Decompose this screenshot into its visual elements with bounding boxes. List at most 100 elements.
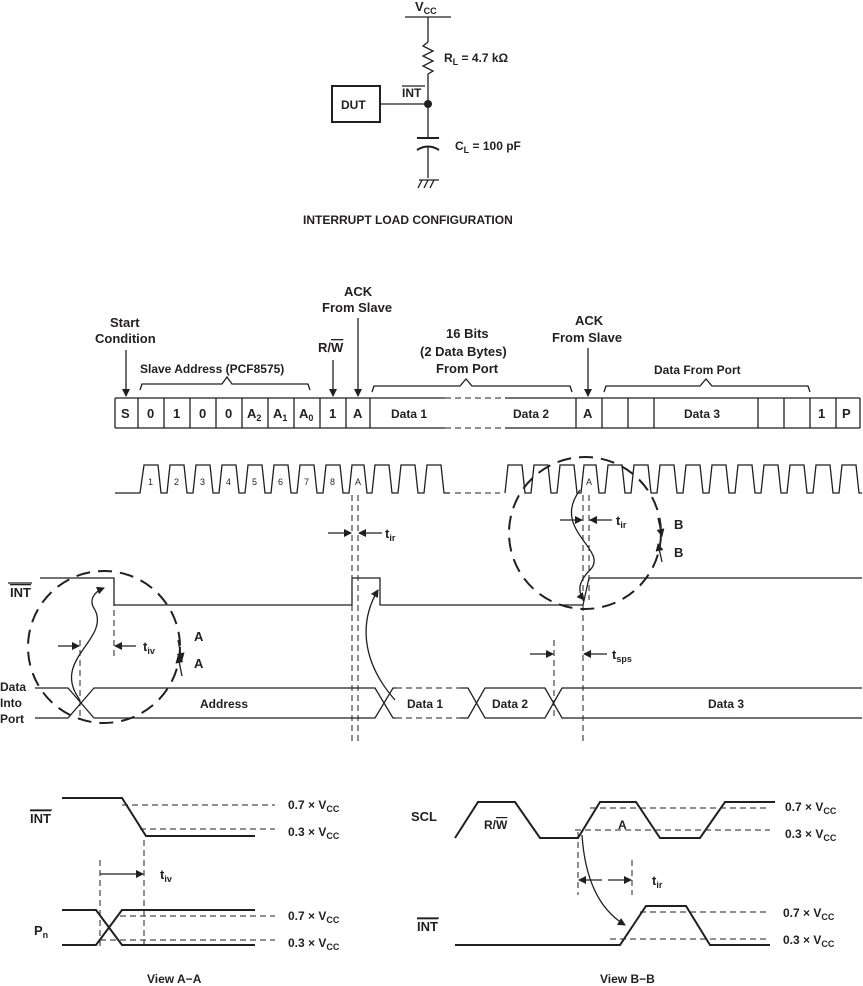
svg-text:Data 2: Data 2 [492,697,528,711]
svg-text:SCL: SCL [411,809,437,824]
ground-icon [417,179,439,189]
svg-text:Start: Start [110,315,140,330]
frame-a2: A2 [247,406,261,423]
svg-text:A: A [355,477,361,487]
svg-text:INT: INT [417,919,438,934]
svg-text:Data From Port: Data From Port [654,363,741,377]
frame-p: P [842,406,851,421]
scl-clock-waveform: 1 2 3 4 5 6 7 8 A A [115,464,862,494]
svg-text:0.3 × VCC: 0.3 × VCC [785,827,837,843]
svg-text:Port: Port [0,712,24,726]
frame-ack1: A [353,406,363,421]
svg-text:R/W: R/W [484,818,508,832]
svg-text:From Slave: From Slave [552,330,622,345]
i2c-frame-row: S 0 1 0 0 A2 A1 A0 1 A Data 1 Data 2 A D… [114,397,861,429]
frame-data3: Data 3 [684,407,720,421]
slave-address-brace [139,375,311,391]
svg-text:8: 8 [330,477,335,487]
svg-text:(2 Data Bytes): (2 Data Bytes) [420,344,507,359]
svg-text:0: 0 [225,406,232,421]
cl-label: CL = 100 pF [455,139,521,155]
svg-text:0.3 × VCC: 0.3 × VCC [783,933,835,949]
int-label: INT [10,585,31,600]
svg-text:Condition: Condition [95,331,156,346]
vcc-label: VCC [415,0,437,16]
svg-text:A: A [194,656,204,671]
int-pin-label: INT [402,86,422,100]
view-bb-circle [508,456,662,610]
circuit-title: INTERRUPT LOAD CONFIGURATION [303,213,513,227]
data-port-bus: Data Into Port Address Data 1 Data 2 Dat… [0,680,862,726]
tsps-marker: tsps [530,647,632,664]
svg-text:0.3 × VCC: 0.3 × VCC [288,825,340,841]
frame-data1: Data 1 [391,407,427,421]
svg-text:A: A [586,477,592,487]
svg-text:B: B [674,545,683,560]
tir-marker-b: tir [560,513,627,530]
svg-text:Into: Into [0,696,22,710]
svg-text:3: 3 [200,477,205,487]
svg-text:7: 7 [304,477,309,487]
frame-a0: A0 [299,406,313,423]
frame-s: S [121,406,130,421]
slave-address-label: Slave Address (PCF8575) [140,362,284,376]
capacitor-plate-bottom [416,145,440,151]
svg-text:From Port: From Port [436,361,499,376]
frame-ack2: A [583,406,593,421]
data1-link-arrow [365,589,396,701]
svg-text:0.7 × VCC: 0.7 × VCC [785,800,837,816]
svg-text:B: B [674,517,683,532]
svg-text:ACK: ACK [575,313,604,328]
svg-text:tir: tir [616,513,627,530]
svg-text:0.7 × VCC: 0.7 × VCC [288,909,340,925]
svg-text:tiv: tiv [160,867,172,884]
svg-text:1: 1 [329,406,336,421]
svg-text:A: A [618,818,627,832]
svg-text:0: 0 [147,406,154,421]
svg-text:Pn: Pn [34,923,48,940]
svg-text:From Slave: From Slave [322,300,392,315]
svg-text:0.7 × VCC: 0.7 × VCC [288,798,340,814]
svg-text:2: 2 [174,477,179,487]
svg-text:tiv: tiv [143,639,155,656]
svg-text:tir: tir [652,873,663,890]
svg-text:tsps: tsps [612,647,632,664]
svg-text:6: 6 [278,477,283,487]
address-label: Address [200,697,248,711]
svg-text:0: 0 [199,406,206,421]
svg-text:Data 3: Data 3 [708,697,744,711]
view-aa: INT 0.7 × VCC 0.3 × VCC tiv Pn 0.7 × VCC… [30,797,340,986]
int-waveform: INT [8,577,862,606]
bb-link-arrow [571,489,595,601]
svg-text:4: 4 [226,477,231,487]
rw-label: R/W [318,340,344,355]
svg-text:ACK: ACK [344,284,373,299]
resistor-symbol [421,41,435,75]
frame-a1: A1 [273,406,287,423]
svg-text:Data 1: Data 1 [407,697,443,711]
view-aa-circle [27,570,181,724]
interrupt-load-circuit: VCC RL = 4.7 kΩ INT DUT CL = 100 pF INTE… [303,0,521,227]
aa-link-arrow [70,586,105,701]
frame-header-labels: Start Condition Slave Address (PCF8575) … [95,284,811,397]
view-bb-title: View B−B [600,972,655,986]
svg-text:1: 1 [148,477,153,487]
tiv-marker: tiv [58,639,155,656]
dut-label: DUT [341,98,366,112]
svg-text:tir: tir [385,526,396,543]
svg-text:1: 1 [818,406,825,421]
bits-brace [371,378,573,393]
view-bb: SCL R/W A tir 0.7 × VCC 0.3 × VCC INT 0.… [411,800,837,986]
svg-text:0.3 × VCC: 0.3 × VCC [288,936,340,952]
svg-text:16 Bits: 16 Bits [446,326,489,341]
tir-marker-top: tir [328,526,396,543]
svg-text:Data: Data [0,680,26,694]
svg-text:1: 1 [173,406,180,421]
svg-text:0.7 × VCC: 0.7 × VCC [783,906,835,922]
view-aa-title: View A−A [147,972,202,986]
rl-label: RL = 4.7 kΩ [444,51,509,67]
data-port-brace [603,378,811,393]
svg-text:INT: INT [30,811,51,826]
frame-data2: Data 2 [513,407,549,421]
